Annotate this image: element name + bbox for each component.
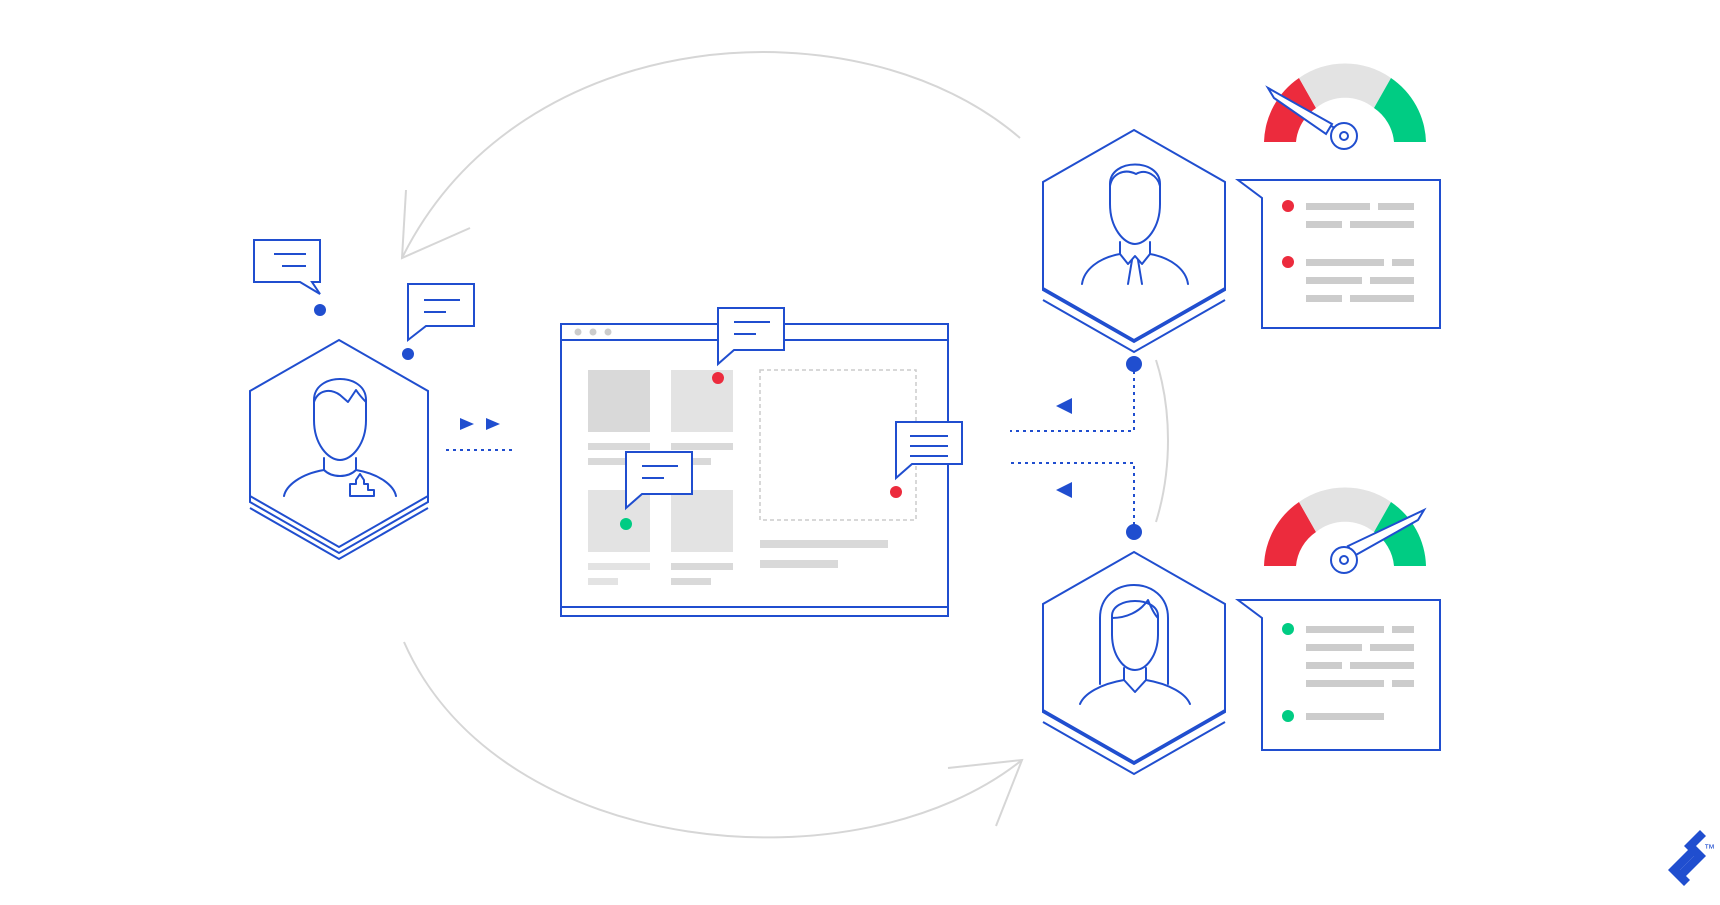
right-arc [1155,359,1169,523]
top-arc-arrowhead [400,189,471,260]
feedback-arrow-top [1056,398,1072,414]
feedback-card-top [1235,179,1441,329]
designer-comment-bubble-1 [253,239,326,316]
cycle-arcs [400,51,1169,839]
rating-gauge-high [1264,487,1427,574]
designer-to-mockup-arrow [446,418,516,451]
status-dot [1282,256,1294,268]
browser-mockup [560,307,963,617]
status-dot [1282,623,1294,635]
woman-icon [1079,584,1191,705]
designer-comment-bubble-2 [402,283,475,360]
rating-gauge-low [1264,63,1426,150]
mockup-comment-middle [620,451,693,530]
toptal-logo-icon: ™ [1668,830,1715,886]
reviewer-man-hexagon [1042,128,1226,354]
reviewer-woman-hexagon [1042,550,1226,776]
man-tie-icon [1081,163,1189,285]
feedback-card-bottom [1235,599,1441,751]
reviewer-to-mockup-connectors [1010,364,1135,532]
top-arc [401,51,1021,259]
bottom-arc-arrowhead [947,758,1024,827]
status-dot [1282,710,1294,722]
connector-node-top [1126,356,1142,372]
bottom-arc [403,641,1023,839]
trademark-symbol: ™ [1704,843,1715,855]
designer-hexagon [249,338,429,561]
mockup-comment-right [890,421,963,498]
man-designer-icon [283,378,397,497]
status-dot [1282,200,1294,212]
mockup-comment-top [712,307,785,384]
feedback-arrow-bottom [1056,482,1072,498]
connector-node-bottom [1126,524,1142,540]
